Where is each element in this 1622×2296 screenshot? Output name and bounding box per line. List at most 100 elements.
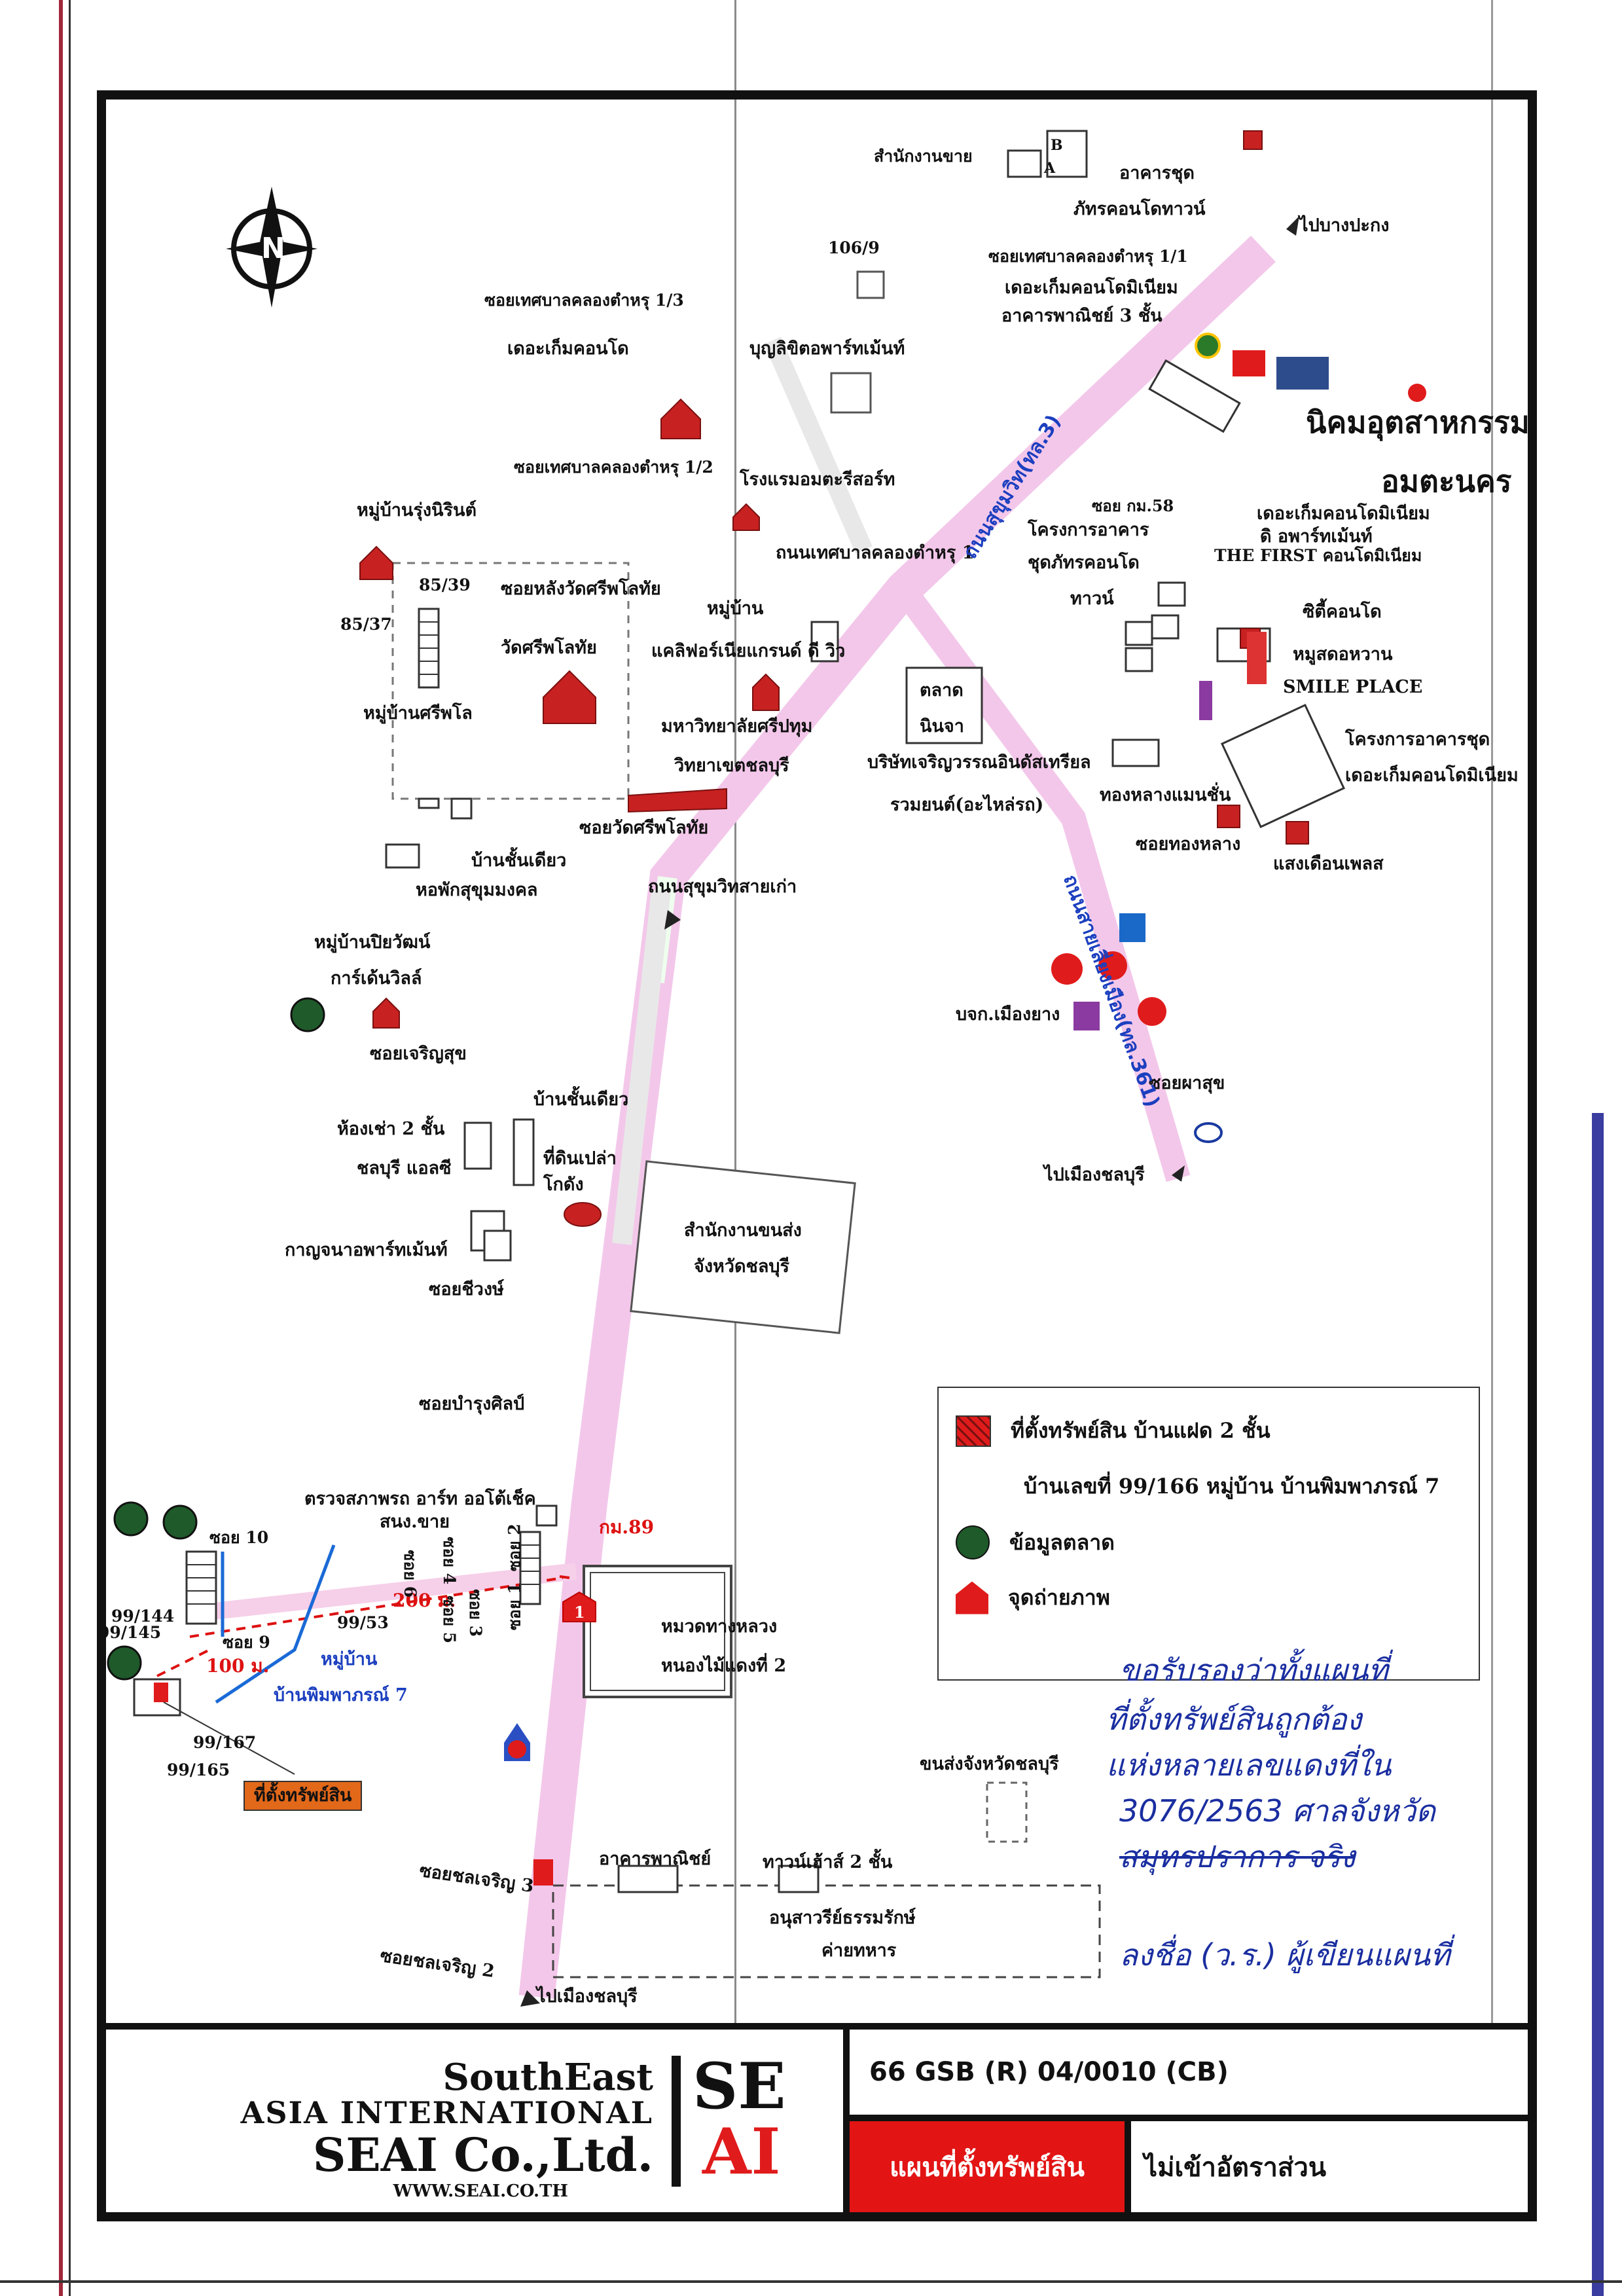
- label-talad: ตลาด: [920, 680, 964, 701]
- label-highway-dept: หมวดทางหลวง: [661, 1616, 778, 1637]
- buildings-outline: [385, 130, 1346, 1527]
- label-moo-sod: หมูสดอหวาน: [1293, 644, 1393, 665]
- label-condo-set: อาคารชุด: [1119, 163, 1195, 183]
- road-local: [189, 1563, 577, 1622]
- label-single-house-2: บ้านชั้นเดียว: [533, 1089, 629, 1110]
- label-village-piyawat: หมู่บ้านปิยวัฒน์: [314, 932, 431, 953]
- label-dist-100: 100 ม.: [206, 1655, 270, 1677]
- label-amata-resort: โรงแรมอมตะรีสอร์ท: [740, 469, 895, 490]
- handwriting-line-6: ลงชื่อ (ว.ร.) ผู้เขียนแผนที่: [1119, 1937, 1451, 1973]
- label-sriprathum: มหาวิทยาลัยศรีปทุม: [661, 716, 813, 737]
- label-soi-lang-wat: ซอยหลังวัดศรีพโลทัย: [501, 579, 661, 599]
- label-village-rungnirin: หมู่บ้านรุ่งนิรินต์: [357, 500, 477, 520]
- label-soi-wat-sriphalo: ซอยวัดศรีพโลทัย: [579, 818, 709, 838]
- title-block-info: 66 GSB (R) 04/0010 (CB) แผนที่ตั้งทรัพย์…: [843, 2030, 1534, 2212]
- road-soi-red-dash: [189, 1576, 564, 1638]
- label-km89: กม.89: [599, 1516, 655, 1538]
- label-wat-sriphalo: วัดศรีพโลทัย: [501, 638, 597, 658]
- road-bypass: [893, 581, 1191, 1182]
- label-85-39: 85/39: [419, 575, 471, 594]
- bottom-line: [0, 2280, 1622, 2283]
- lot-106-box: [856, 270, 885, 299]
- right-fold-line: [1491, 0, 1493, 2030]
- label-commercial-bldg: อาคารพาณิชย์: [599, 1849, 712, 1869]
- label-monument: อนุสาวรีย์ธรรมรักษ์: [769, 1908, 916, 1928]
- label-to-muang-chonburi: ไปเมืองชลบุรี: [537, 1986, 638, 2007]
- label-chonburi-lc: ชลบุรี แอลซี: [357, 1158, 452, 1178]
- label-106-9: 106/9: [828, 238, 880, 257]
- market-box: [905, 666, 983, 744]
- label-the-gem-condo-3: เดอะเก็มคอนโดมิเนียม: [1257, 503, 1430, 524]
- label-village-sriphalo: หมู่บ้านศรีพโล: [363, 703, 473, 723]
- label-village: หมู่บ้าน: [707, 598, 764, 619]
- label-muang-yang: บจก.เมืองยาง: [956, 1004, 1060, 1025]
- label-rd-kkt-1: ถนนเทศบาลคลองตำหรุ 1: [776, 543, 975, 563]
- company-line-2: ASIA INTERNATIONAL: [240, 2095, 653, 2130]
- legend-asset-address: บ้านเลขที่ 99/166 หมู่บ้าน บ้านพิมพาภรณ์…: [1024, 1474, 1440, 1499]
- title-block-bottom: แผนที่ตั้งทรัพย์สิน ไม่เข้าอัตราส่วน: [850, 2121, 1534, 2212]
- label-car-inspect: ตรวจสภาพรถ อาร์ท ออโต้เช็ค: [304, 1489, 536, 1509]
- label-commercial-3: อาคารพาณิชย์ 3 ชั้น: [1001, 306, 1162, 326]
- scale-note: ไม่เข้าอัตราส่วน: [1144, 2151, 1327, 2183]
- label-bldg-b: B: [1051, 137, 1063, 154]
- label-old-sukhumvit: ถนนสุขุมวิทสายเก่า: [648, 877, 797, 897]
- label-soi-9: ซอย 9: [223, 1633, 270, 1652]
- map-frame: [97, 90, 1537, 2221]
- photo-points: [504, 1591, 596, 1886]
- handwriting-line-4: 3076/2563 ศาลจังหวัด: [1119, 1793, 1435, 1829]
- label-industrial-estate: นิคมอุตสาหกรรม: [1306, 405, 1530, 440]
- label-sales-point: สนง.ขาย: [380, 1512, 450, 1532]
- logo-bar: [672, 2056, 681, 2187]
- label-soi-10: ซอย 10: [209, 1528, 269, 1547]
- label-the-gem-condo-2: เดอะเก็มคอนโด: [507, 338, 629, 359]
- label-city-condo: ซิตี้คอนโด: [1303, 602, 1382, 622]
- left-margin-line: [59, 0, 63, 2296]
- logo-ai: AI: [702, 2115, 781, 2189]
- label-warehouse: โกดัง: [543, 1175, 584, 1195]
- title-block: SouthEast ASIA INTERNATIONAL SEAI Co.,Lt…: [97, 2023, 1537, 2221]
- doc-code: 66 GSB (R) 04/0010 (CB): [850, 2030, 1534, 2121]
- boundary-army: [552, 1884, 1101, 1978]
- label-garden-ville: การ์เด้นวิลล์: [331, 968, 422, 989]
- label-99-167: 99/167: [193, 1733, 257, 1752]
- label-soi-4: ซอย 4: [440, 1537, 460, 1585]
- label-99-165: 99/165: [167, 1760, 230, 1779]
- company-line-3: SEAI Co.,Ltd.: [312, 2128, 653, 2182]
- asset-highlight: [154, 1683, 168, 1702]
- market-data-points: [107, 997, 325, 1681]
- label-village-pim-1: หมู่บ้าน: [321, 1649, 378, 1669]
- road-soi-red-dash-2: [156, 1649, 210, 1677]
- handwriting-line-3: แห่งหลายเลขแดงที่ใน: [1106, 1747, 1392, 1783]
- label-transport-office: สำนักงานขนส่ง: [684, 1220, 802, 1241]
- road-side-2: [764, 337, 873, 554]
- label-vacant-land: ที่ดินเปล่า: [543, 1148, 617, 1169]
- legend-market-label: ข้อมูลตลาด: [1009, 1529, 1115, 1555]
- svg-text:N: N: [261, 232, 285, 265]
- label-soi-charoensuk: ซอยเจริญสุข: [370, 1044, 467, 1064]
- label-boonyalit: บุญลิขิตอพาร์ทเม้นท์: [749, 338, 905, 359]
- striped-lines: [187, 621, 540, 1605]
- label-sales-office: สำนักงานขาย: [874, 147, 973, 166]
- label-soi-kkt-1-2: ซอยเทศบาลคลองตำหรุ 1/2: [514, 458, 713, 477]
- label-nong-mai-daeng: หนองไม้แดงที่ 2: [661, 1656, 787, 1676]
- label-soi-bamrung: ซอยบำรุงศิลป์: [419, 1394, 525, 1414]
- other-icons: [1051, 333, 1426, 1143]
- legend-photo-swatch: [956, 1581, 988, 1614]
- title-block-top-rule: [97, 2023, 1537, 2030]
- label-village-pim-2: บ้านพิมพาภรณ์ 7: [274, 1685, 408, 1705]
- label-condo-proj-set: โครงการอาคารชุด: [1345, 729, 1490, 750]
- label-soi-2: ซอย 2: [505, 1523, 524, 1572]
- label-dist-200: 200 ม.: [393, 1590, 456, 1611]
- label-saeng-duen: แสงเดือนเพลส: [1273, 854, 1384, 874]
- label-condo-set-name: ภัทรคอนโดทาวน์: [1073, 199, 1206, 219]
- direction-arrows: [520, 216, 1299, 2007]
- handwriting-line-1: ขอรับรองว่าทั้งแผนที่: [1119, 1652, 1388, 1688]
- center-fold-line: [734, 0, 736, 2030]
- transport-office-box: [630, 1160, 856, 1334]
- legend-asset-title: ที่ตั้งทรัพย์สิน บ้านแฝด 2 ชั้น: [1011, 1418, 1271, 1443]
- label-townhouse: ทาวน์เฮ้าส์ 2 ชั้น: [763, 1852, 893, 1872]
- label-soi-6: ซอย 6: [401, 1550, 420, 1598]
- transport-prov-box: [986, 1781, 1028, 1843]
- company-web: WWW.SEAI.CO.TH: [393, 2181, 568, 2201]
- label-chonburi-campus: วิทยาเขตชลบุรี: [674, 756, 789, 776]
